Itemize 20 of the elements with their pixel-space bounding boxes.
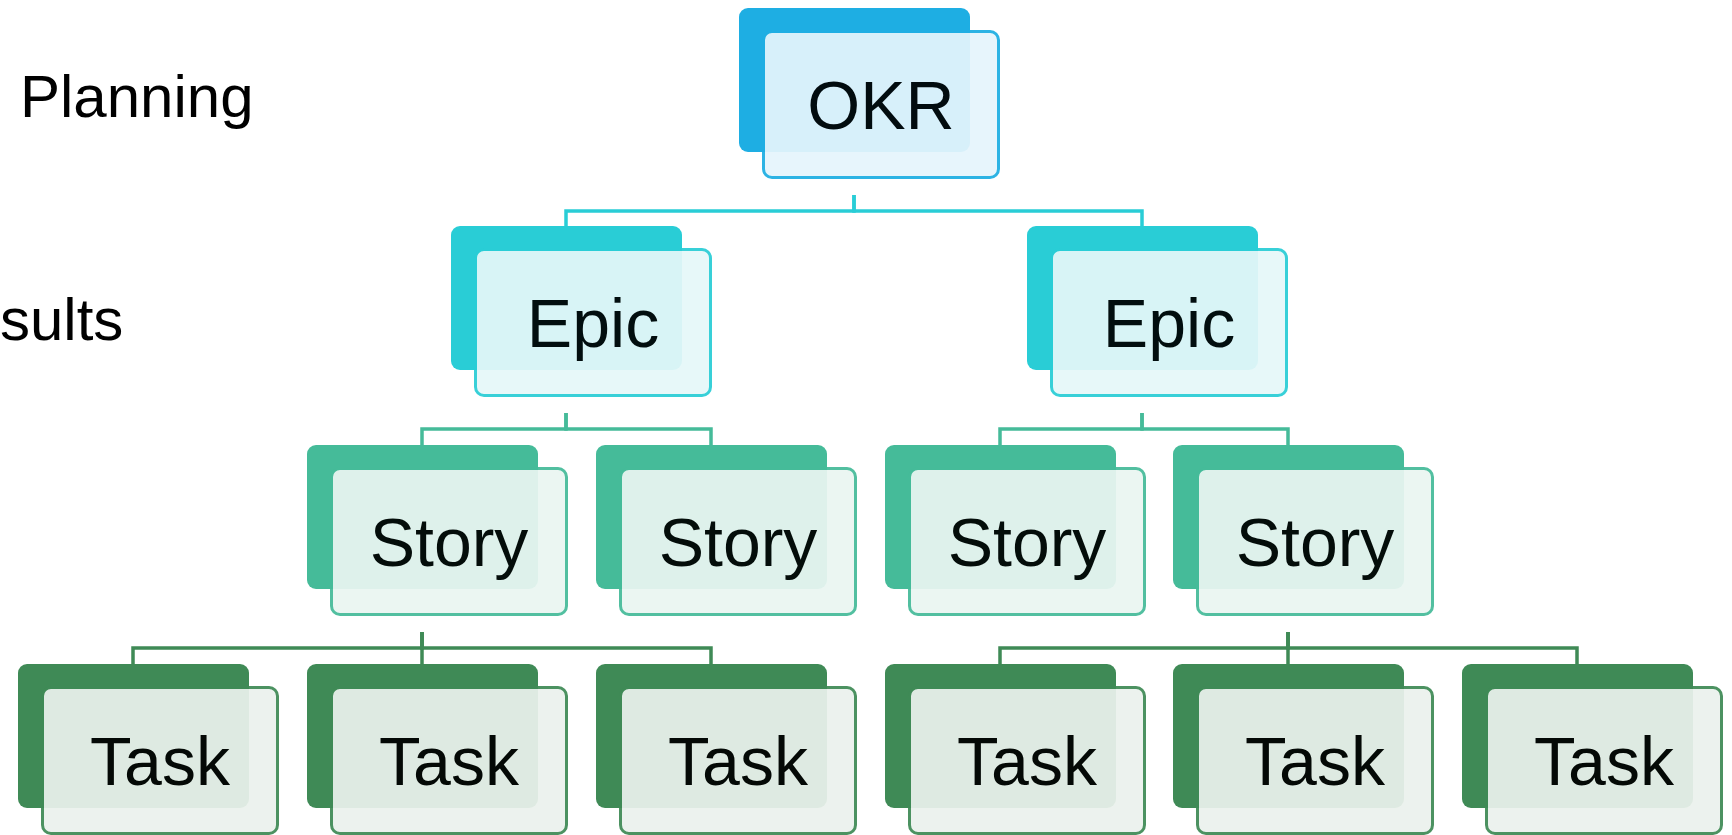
side-label: Planning bbox=[20, 62, 254, 131]
connector-line bbox=[1286, 632, 1579, 664]
node-label: Task bbox=[1245, 721, 1385, 800]
node-label: Epic bbox=[526, 283, 660, 362]
connector-line bbox=[564, 413, 713, 445]
node-label: Task bbox=[90, 721, 230, 800]
node-label: Story bbox=[1235, 502, 1395, 581]
connector-line bbox=[852, 195, 1144, 226]
node-label: OKR bbox=[807, 65, 955, 144]
node-label: Story bbox=[369, 502, 529, 581]
node-label: Story bbox=[947, 502, 1107, 581]
node-label: Task bbox=[957, 721, 1097, 800]
node-label: Task bbox=[379, 721, 519, 800]
node-label: Story bbox=[658, 502, 818, 581]
node-label: Epic bbox=[1102, 283, 1236, 362]
connector-line bbox=[1140, 413, 1290, 445]
node-label: Task bbox=[1534, 721, 1674, 800]
side-label: sults bbox=[0, 285, 124, 354]
connector-line bbox=[420, 632, 713, 664]
node-label: Task bbox=[668, 721, 808, 800]
